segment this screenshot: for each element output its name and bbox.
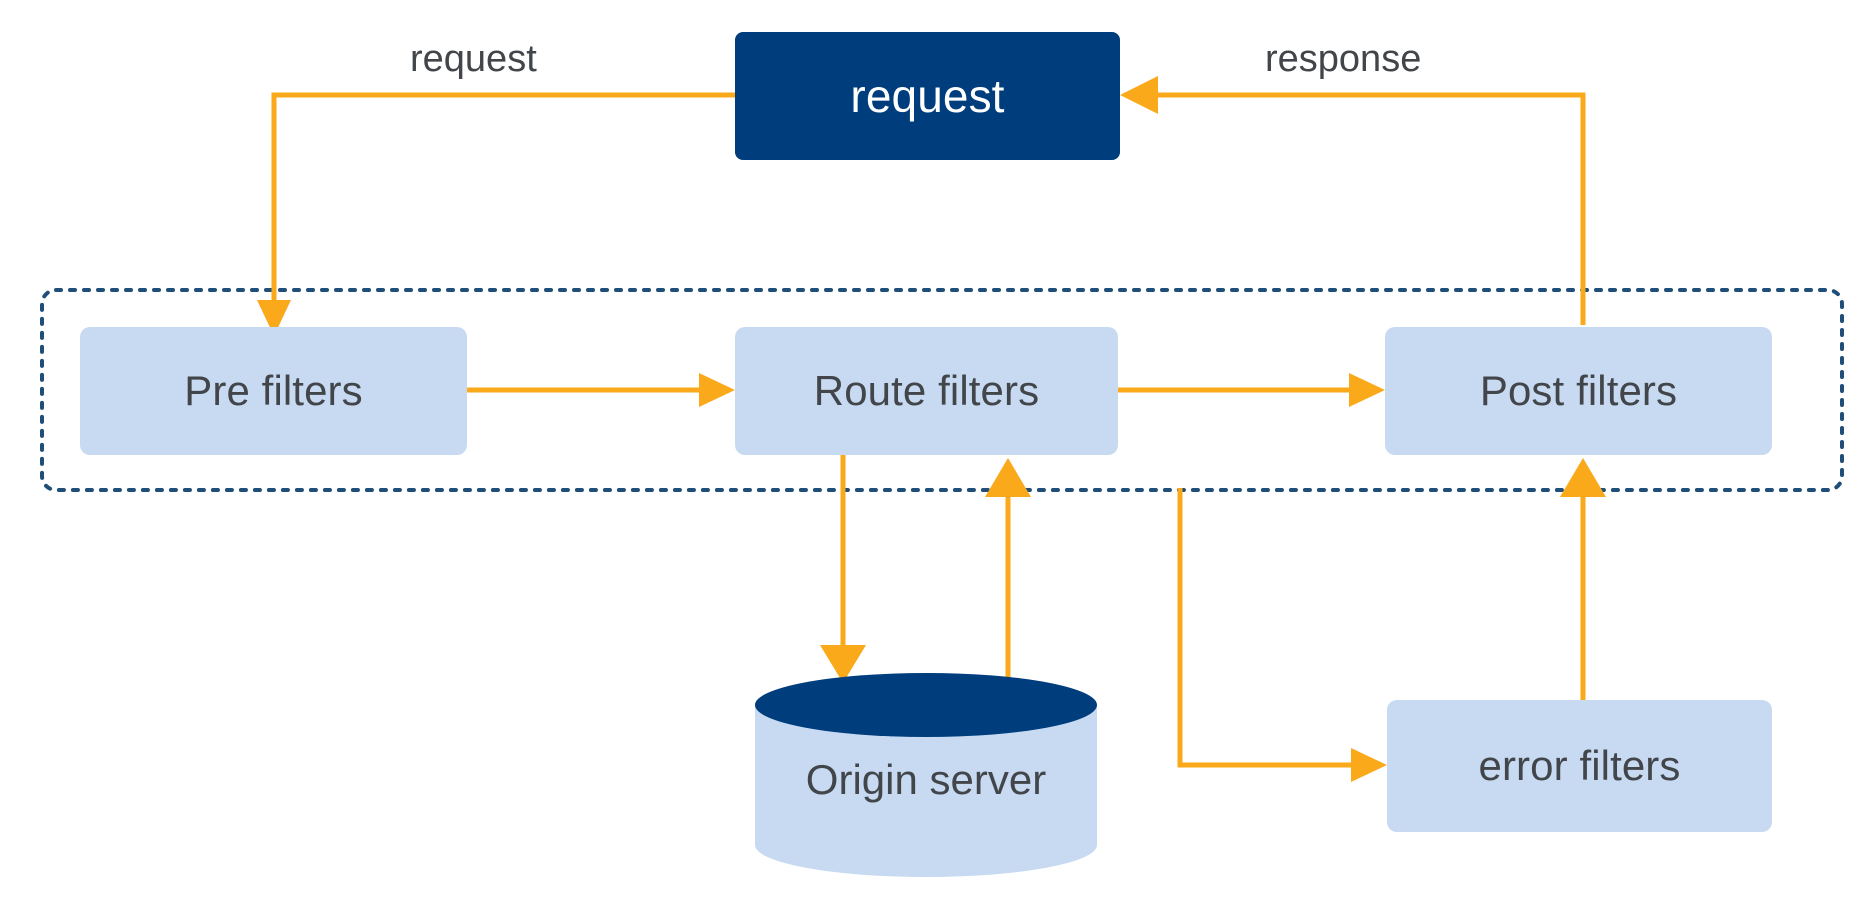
node-error-filters[interactable]: error filters	[1387, 700, 1772, 832]
edge-pre-to-route-filters	[467, 373, 735, 407]
node-route-filters-label: Route filters	[813, 367, 1040, 414]
edge-error-to-post-filters	[1560, 458, 1606, 700]
origin-server-cylinder	[755, 673, 1097, 877]
edge-label-request: request	[410, 38, 537, 80]
filter-chain-container	[40, 288, 1844, 492]
node-origin-server[interactable]: Origin server	[755, 750, 1097, 810]
node-pre-filters[interactable]: Pre filters	[80, 327, 467, 455]
edge-label-response: response	[1265, 38, 1422, 80]
node-request-label: request	[850, 70, 1005, 122]
node-error-filters-label: error filters	[1478, 742, 1681, 789]
edge-route-to-origin-server	[820, 455, 866, 683]
edge-origin-server-to-route-filters	[985, 458, 1031, 690]
node-post-filters-label: Post filters	[1479, 367, 1678, 414]
node-request-box[interactable]: request	[735, 32, 1120, 160]
node-pre-filters-label: Pre filters	[184, 367, 363, 414]
node-route-filters[interactable]: Route filters	[735, 327, 1118, 455]
node-post-filters[interactable]: Post filters	[1385, 327, 1772, 455]
edge-route-to-post-filters	[1118, 373, 1385, 407]
edge-route-to-error-filters	[1177, 488, 1387, 782]
edge-post-filters-to-request	[1120, 76, 1586, 325]
edge-request-to-pre-filters	[257, 92, 735, 336]
node-origin-server-label: Origin server	[805, 756, 1047, 803]
